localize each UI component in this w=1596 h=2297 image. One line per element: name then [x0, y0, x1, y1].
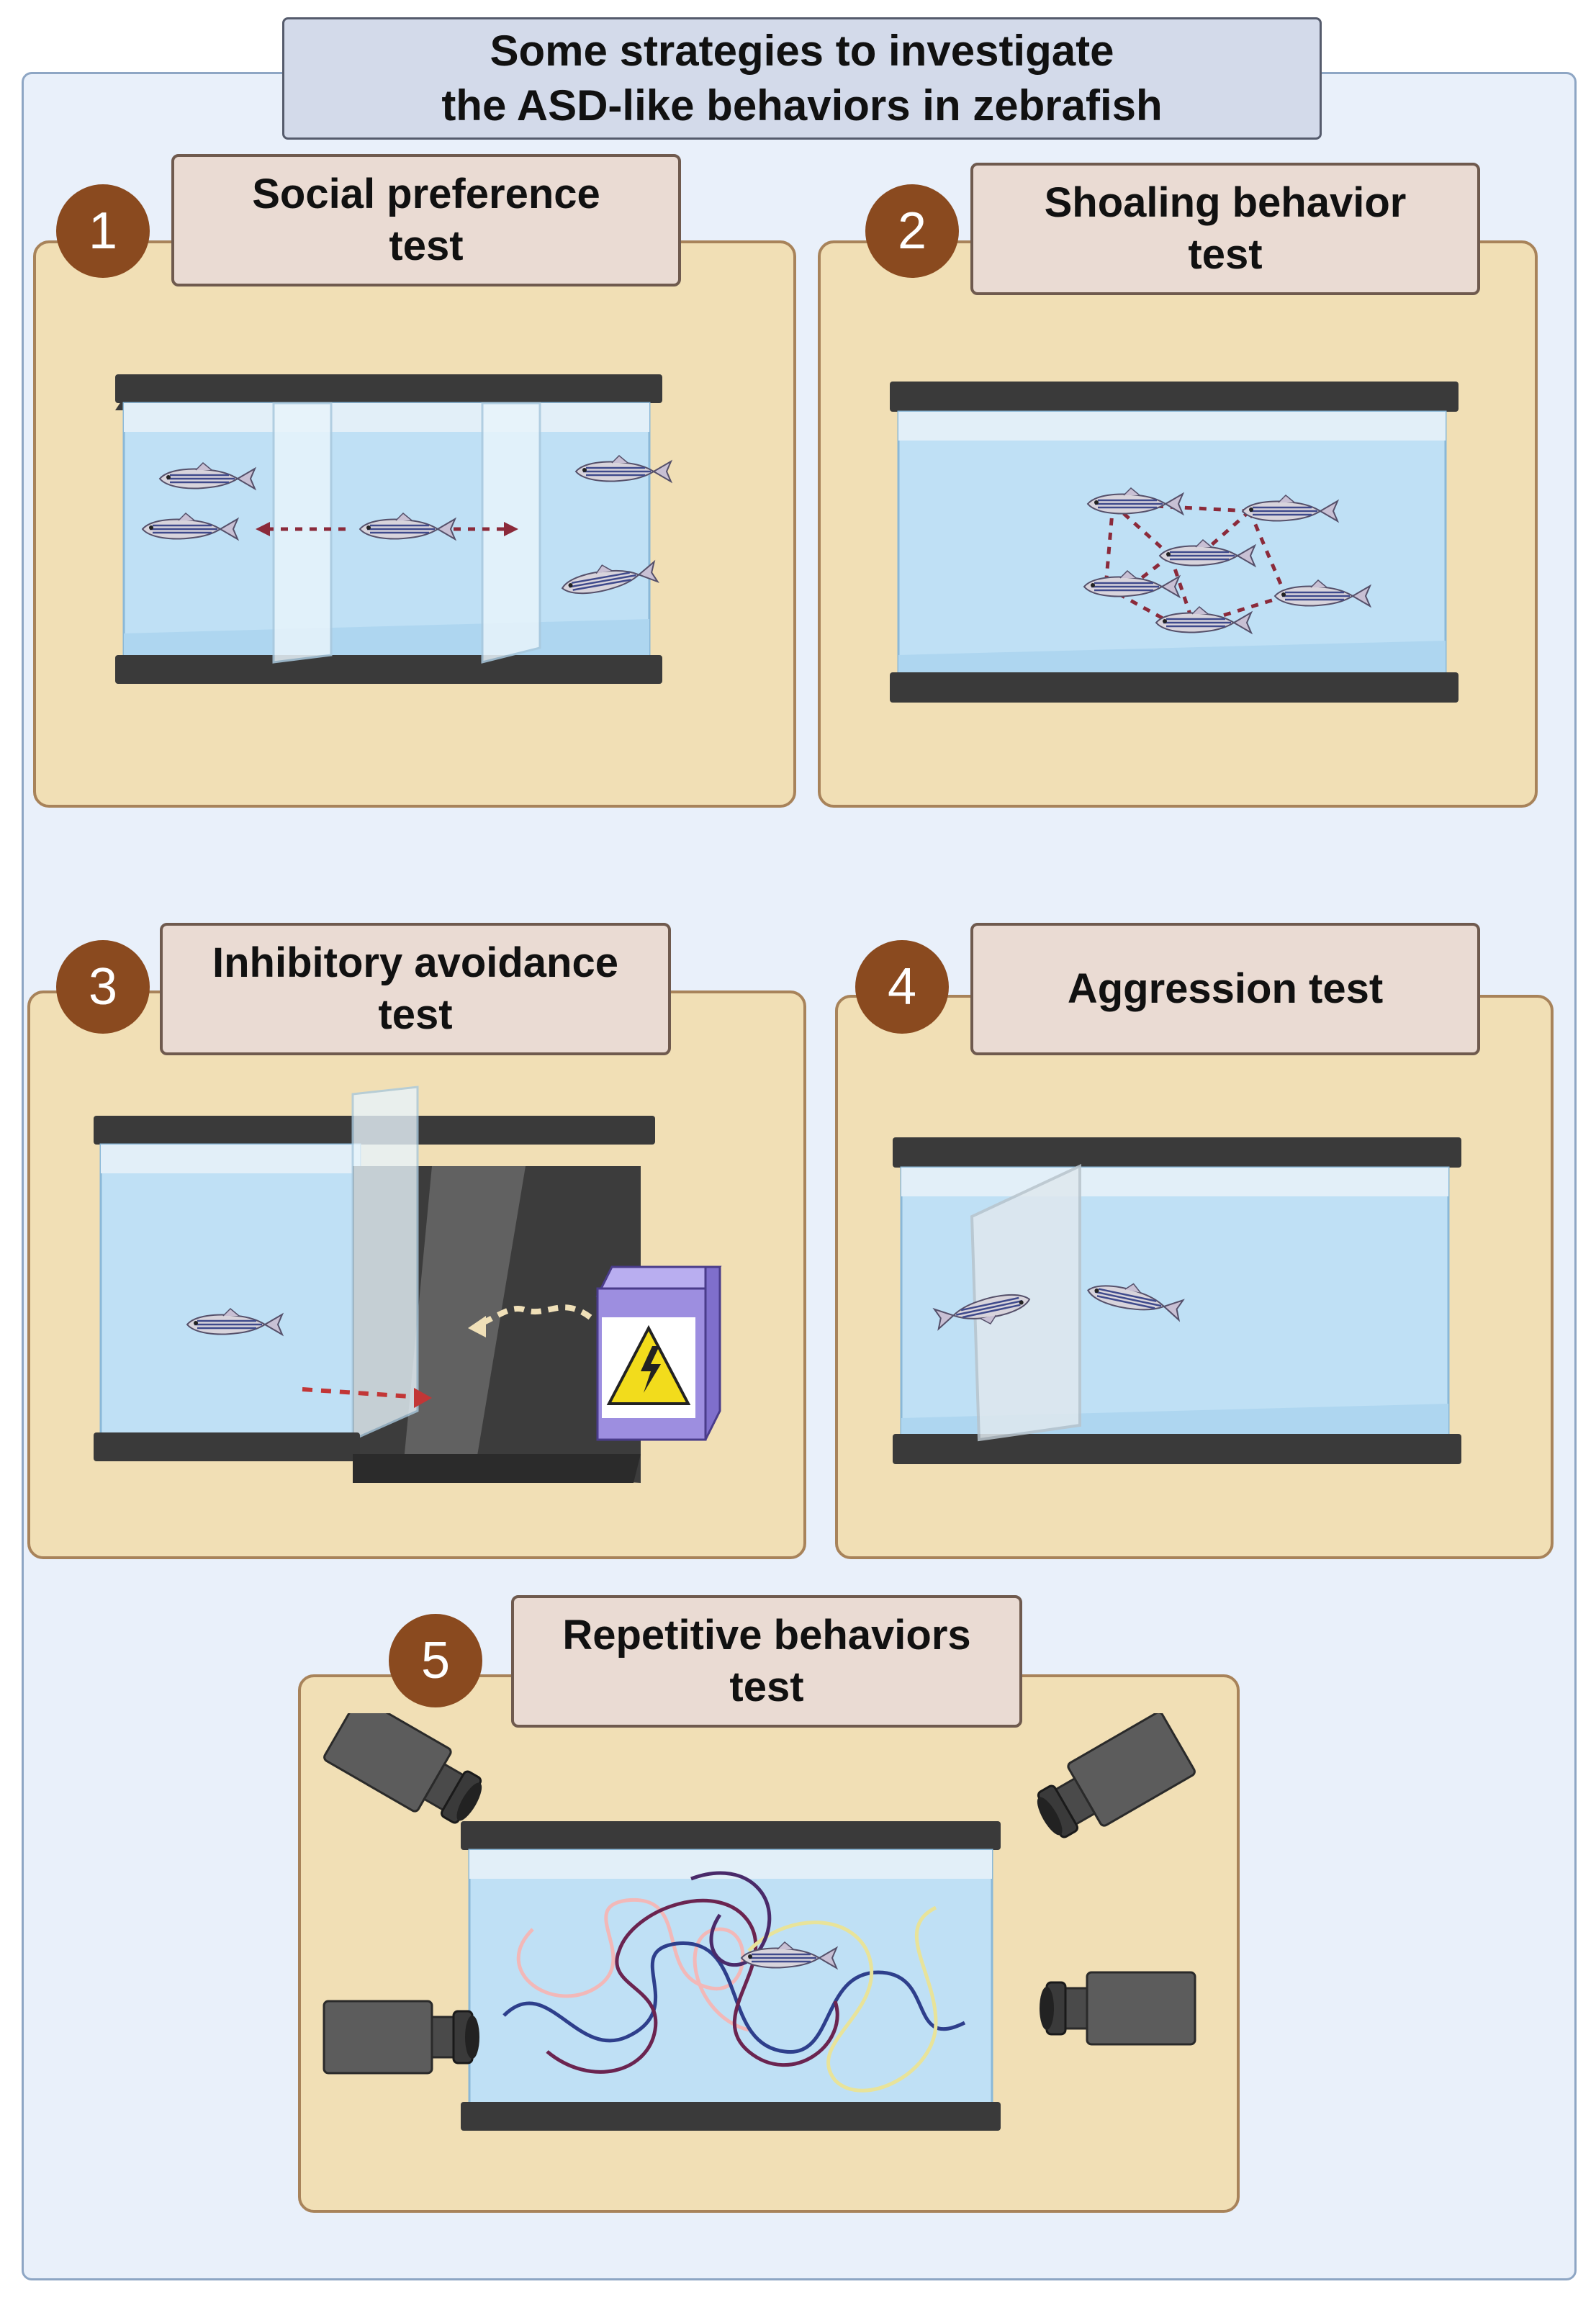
label-social-preference: Social preference test [171, 154, 681, 286]
label-shoaling-behavior: Shoaling behavior test [970, 163, 1480, 295]
camera-icon [1038, 1971, 1196, 2046]
camera-icon [321, 1713, 495, 1838]
badge-4: 4 [855, 940, 949, 1034]
tank-icon [321, 1713, 1198, 2131]
label-line: Repetitive behaviors [562, 1612, 971, 1659]
label-line: Social preference [252, 171, 600, 217]
badge-1: 1 [56, 184, 150, 278]
tank-icon [890, 382, 1459, 703]
tank-icon [94, 1086, 722, 1483]
label-line: test [1188, 231, 1263, 278]
badge-2: 2 [865, 184, 959, 278]
label-inhibitory-avoidance: Inhibitory avoidance test [160, 923, 671, 1055]
label-line: Inhibitory avoidance [212, 939, 618, 986]
main-title: Some strategies to investigate the ASD-l… [282, 17, 1322, 140]
tank-icon [893, 1137, 1461, 1464]
badge-3: 3 [56, 940, 150, 1034]
camera-icon [323, 2000, 481, 2075]
main-title-line2: the ASD-like behaviors in zebrafish [441, 81, 1163, 130]
label-line: Shoaling behavior [1044, 179, 1407, 226]
tank-icon [115, 374, 672, 684]
label-line: Aggression test [1067, 965, 1384, 1012]
shock-generator-icon [595, 1265, 722, 1441]
label-line: test [378, 991, 453, 1038]
camera-icon [1024, 1713, 1198, 1852]
main-title-line1: Some strategies to investigate [490, 27, 1114, 75]
label-line: test [389, 222, 464, 269]
label-aggression: Aggression test [970, 923, 1480, 1055]
badge-5: 5 [389, 1614, 482, 1707]
label-line: test [729, 1664, 804, 1710]
label-repetitive-behaviors: Repetitive behaviors test [511, 1595, 1022, 1728]
